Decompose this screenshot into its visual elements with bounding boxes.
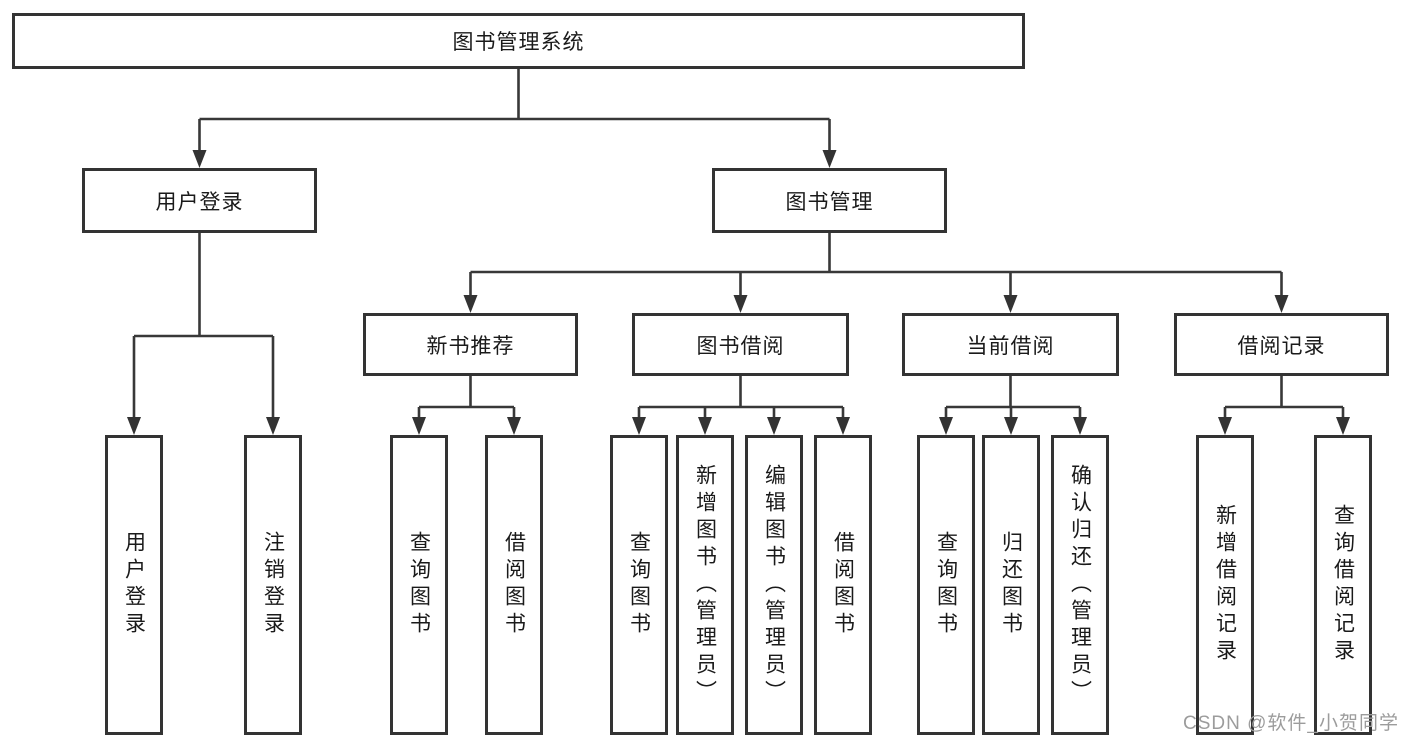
leaf-confirm-return-admin: 确认归还（管理员） bbox=[1051, 435, 1109, 735]
leaf-label: 借阅图书 bbox=[502, 531, 526, 639]
node-label: 图书借阅 bbox=[696, 334, 785, 358]
leaf-label: 查询借阅记录 bbox=[1331, 504, 1355, 666]
leaf-label: 新增图书（管理员） bbox=[693, 463, 717, 707]
node-label: 当前借阅 bbox=[966, 334, 1055, 358]
connector-current-to-leaves bbox=[944, 376, 1082, 421]
leaf-label: 用户登录 bbox=[122, 531, 146, 639]
leaf-label: 查询图书 bbox=[407, 531, 431, 639]
leaf-query-books: 查询图书 bbox=[390, 435, 448, 735]
node-current-borrow: 当前借阅 bbox=[902, 313, 1119, 376]
node-label: 用户登录 bbox=[155, 190, 244, 214]
connector-login-to-leaves bbox=[132, 233, 275, 421]
leaf-label: 确认归还（管理员） bbox=[1068, 463, 1092, 707]
connector-root-to-level2 bbox=[198, 69, 831, 154]
csdn-watermark: CSDN @软件_小贺同学 bbox=[1183, 713, 1399, 734]
leaf-return-books: 归还图书 bbox=[982, 435, 1040, 735]
node-new-book-recommend: 新书推荐 bbox=[363, 313, 578, 376]
leaf-label: 新增借阅记录 bbox=[1213, 504, 1237, 666]
leaf-edit-books-admin: 编辑图书（管理员） bbox=[745, 435, 803, 735]
node-library-management-system: 图书管理系统 bbox=[12, 13, 1025, 69]
leaf-label: 编辑图书（管理员） bbox=[762, 463, 786, 707]
connector-record-to-leaves bbox=[1223, 376, 1345, 421]
node-book-management: 图书管理 bbox=[712, 168, 947, 233]
leaf-label: 查询图书 bbox=[627, 531, 651, 639]
node-user-login: 用户登录 bbox=[82, 168, 317, 233]
node-label: 图书管理 bbox=[785, 190, 874, 214]
node-label: 图书管理系统 bbox=[452, 31, 585, 54]
leaf-user-login: 用户登录 bbox=[105, 435, 163, 735]
leaf-add-books-admin: 新增图书（管理员） bbox=[676, 435, 734, 735]
leaf-query-books: 查询图书 bbox=[917, 435, 975, 735]
leaf-query-borrow-record: 查询借阅记录 bbox=[1314, 435, 1372, 735]
leaf-logout: 注销登录 bbox=[244, 435, 302, 735]
leaf-add-borrow-record: 新增借阅记录 bbox=[1196, 435, 1254, 735]
node-label: 新书推荐 bbox=[426, 334, 515, 358]
leaf-borrow-books: 借阅图书 bbox=[485, 435, 543, 735]
leaf-label: 借阅图书 bbox=[831, 531, 855, 639]
connector-borrow-to-leaves bbox=[637, 376, 845, 421]
connector-recommend-to-leaves bbox=[417, 376, 516, 421]
leaf-label: 归还图书 bbox=[999, 531, 1023, 639]
node-borrow-record: 借阅记录 bbox=[1174, 313, 1389, 376]
leaf-borrow-books: 借阅图书 bbox=[814, 435, 872, 735]
node-label: 借阅记录 bbox=[1237, 334, 1326, 358]
connector-mgmt-to-level3 bbox=[469, 233, 1283, 299]
leaf-label: 查询图书 bbox=[934, 531, 958, 639]
leaf-label: 注销登录 bbox=[261, 531, 285, 639]
node-book-borrow: 图书借阅 bbox=[632, 313, 849, 376]
leaf-query-books: 查询图书 bbox=[610, 435, 668, 735]
